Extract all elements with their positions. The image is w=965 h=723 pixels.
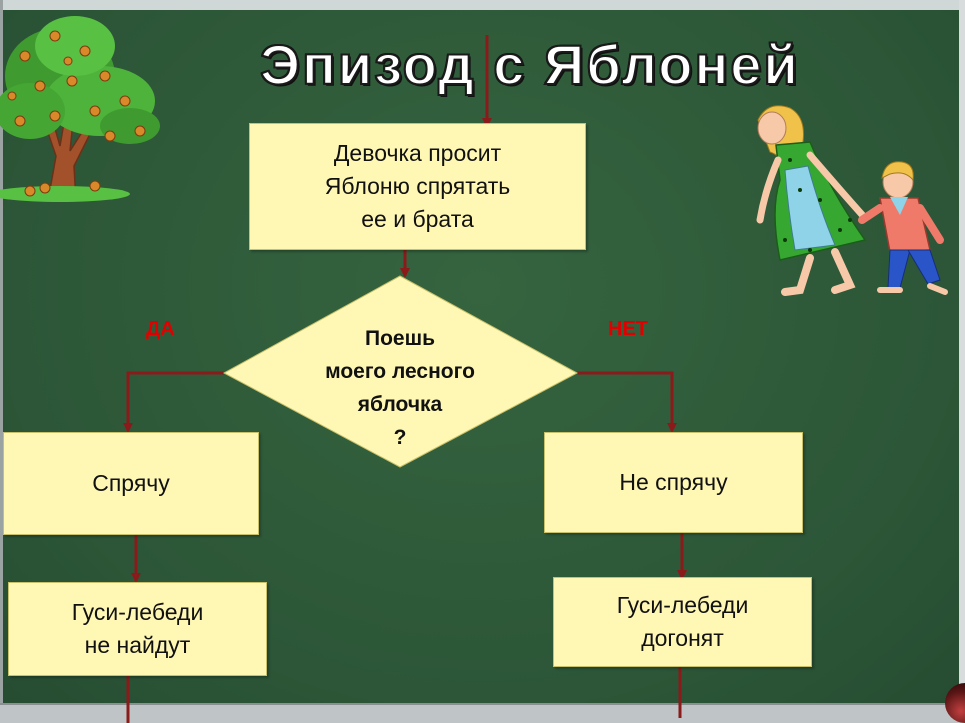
start-box: Девочка просит Яблоню спрятать ее и брат… (249, 123, 586, 250)
no-result-text: Гуси-лебеди догонят (616, 592, 749, 651)
no-box: Не спрячу (544, 432, 803, 533)
decision-text: Поешь моего лесного яблочка ? (325, 327, 475, 449)
no-result-box: Гуси-лебеди догонят (553, 577, 812, 667)
frame-left (0, 0, 3, 723)
yes-result-text: Гуси-лебеди не найдут (71, 599, 204, 658)
decision-diamond (222, 275, 579, 468)
yes-result-box: Гуси-лебеди не найдут (8, 582, 267, 676)
start-box-text: Девочка просит Яблоню спрятать ее и брат… (324, 140, 511, 232)
frame-right (959, 0, 965, 723)
yes-label: ДА (146, 318, 175, 340)
girl-and-boy-icon (756, 105, 948, 296)
frame-bottom (0, 703, 965, 723)
arrow-decision-no (577, 371, 677, 433)
no-box-text: Не спрячу (619, 469, 728, 495)
no-label: НЕТ (608, 318, 648, 340)
yes-box: Спрячу (3, 432, 259, 535)
yes-box-text: Спрячу (92, 470, 170, 496)
frame-top (0, 0, 965, 10)
apple-tree-icon (0, 16, 160, 202)
arrow-decision-yes (123, 371, 224, 433)
page-title: Эпизод с Яблоней (259, 32, 800, 97)
slide-nav-button[interactable] (945, 683, 965, 723)
